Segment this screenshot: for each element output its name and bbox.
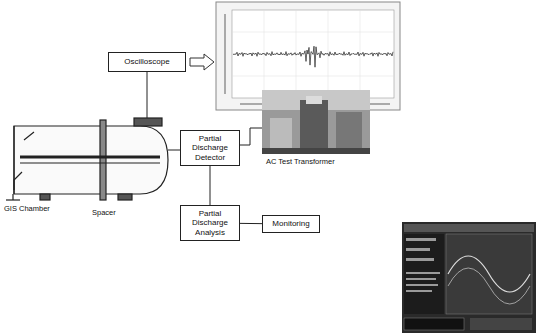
part-label: GIS Chamber [4, 204, 50, 213]
connector-line [240, 223, 262, 224]
pd-pattern-screenshot [402, 222, 536, 333]
probe-wire [147, 72, 148, 118]
box-label: Partial Discharge Detector [181, 134, 239, 162]
box-label: Partial Discharge Analysis [181, 209, 239, 237]
process-box: Partial Discharge Analysis [180, 205, 240, 241]
box-label: Monitoring [270, 219, 311, 228]
box-label: Oscilloscope [122, 57, 171, 66]
hollow-arrow [190, 54, 214, 70]
part-label: Spacer [92, 208, 116, 217]
gis-chamber-drawing [6, 118, 168, 200]
process-box: Oscilloscope [108, 52, 186, 72]
signal-wire [168, 150, 180, 151]
part-label: AC Test Transformer [266, 157, 335, 166]
process-box: Partial Discharge Detector [180, 130, 240, 166]
waveform-screenshot [216, 2, 400, 110]
connector-line [210, 166, 211, 205]
transformer-photo [262, 90, 370, 154]
process-box: Monitoring [262, 215, 320, 233]
